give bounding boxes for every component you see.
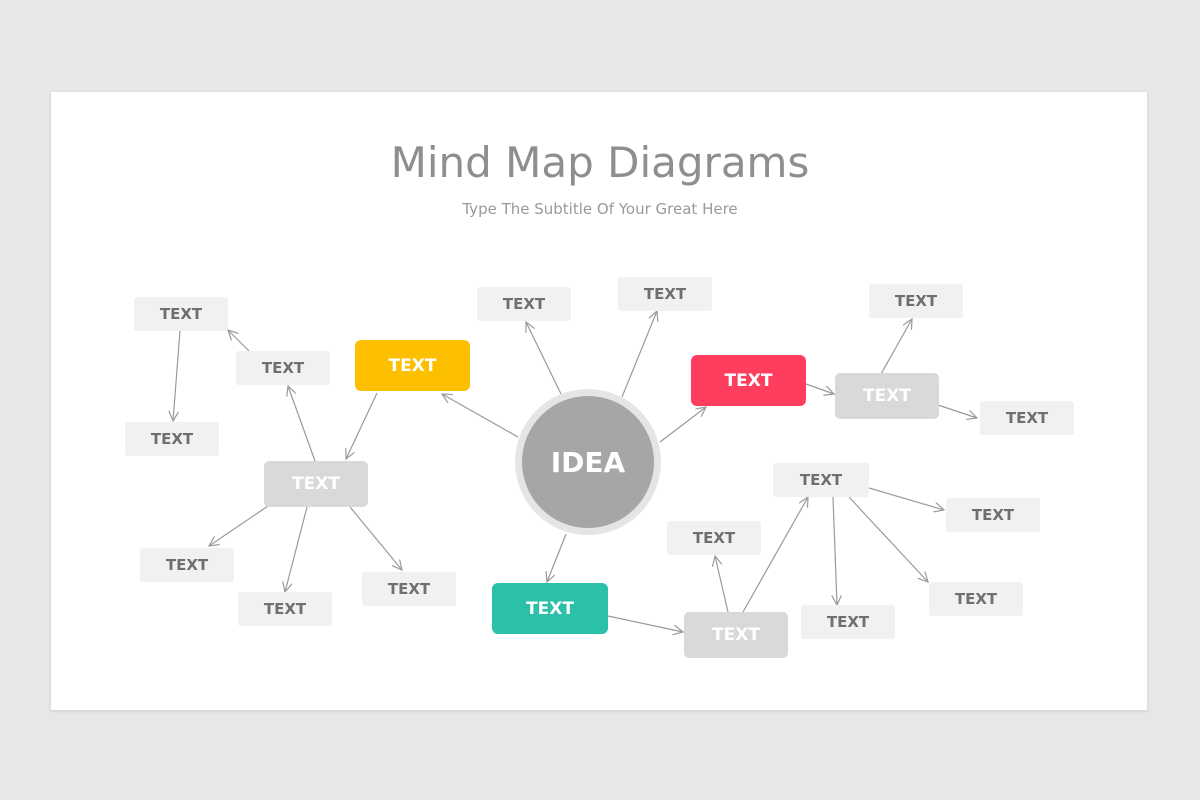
connector-center-red — [659, 407, 706, 443]
right-hub-node[interactable]: TEXT — [835, 373, 939, 419]
left-leaf-top-node[interactable]: TEXT — [134, 297, 228, 331]
bottom-leaf-right-top-node[interactable]: TEXT — [946, 498, 1040, 532]
yellow-branch-node[interactable]: TEXT — [355, 340, 470, 391]
right-leaf-right-node[interactable]: TEXT — [980, 401, 1074, 435]
connector-upper-right-bottom — [848, 496, 928, 582]
connector-bottom-hub-upper — [742, 497, 808, 613]
connector-red-right-hub — [805, 383, 834, 394]
left-hub-node[interactable]: TEXT — [264, 461, 368, 507]
bottom-leaf-right-bottom-node[interactable]: TEXT — [929, 582, 1023, 616]
connector-center-teal — [547, 533, 567, 582]
connector-bottom-hub-small — [715, 556, 729, 613]
connector-teal-bottom-hub — [607, 615, 683, 632]
connector-yellow-left-hub — [346, 392, 378, 459]
connector-left-hub-mid — [288, 386, 316, 462]
left-leaf-bottom-left-node[interactable]: TEXT — [140, 548, 234, 582]
connector-right-hub-top — [880, 319, 912, 375]
right-leaf-top-node[interactable]: TEXT — [869, 284, 963, 318]
top-leaf-2-node[interactable]: TEXT — [618, 277, 712, 311]
connector-left-hub-bottom-left — [209, 505, 269, 546]
left-leaf-lower-node[interactable]: TEXT — [125, 422, 219, 456]
page-subtitle: Type The Subtitle Of Your Great Here — [462, 200, 738, 218]
connector-center-yellow — [442, 394, 519, 438]
bottom-hub-node[interactable]: TEXT — [684, 612, 788, 658]
connector-left-hub-bottom — [285, 506, 308, 592]
left-leaf-bottom-node[interactable]: TEXT — [238, 592, 332, 626]
connector-left-top-lower — [173, 330, 181, 421]
bottom-leaf-small-node[interactable]: TEXT — [667, 521, 761, 555]
connector-center-top-leaf-1 — [526, 322, 562, 395]
connector-center-top-leaf-2 — [621, 311, 657, 398]
connector-left-hub-bottom-right — [349, 506, 402, 570]
teal-branch-node[interactable]: TEXT — [492, 583, 608, 634]
connector-left-mid-top — [228, 330, 251, 353]
bottom-leaf-upper-node[interactable]: TEXT — [773, 463, 869, 497]
center-idea[interactable]: IDEA — [522, 396, 654, 528]
connector-right-hub-right — [937, 404, 977, 418]
left-leaf-bottom-right-node[interactable]: TEXT — [362, 572, 456, 606]
top-leaf-1-node[interactable]: TEXT — [477, 287, 571, 321]
page-title: Mind Map Diagrams — [390, 138, 810, 187]
left-leaf-mid-node[interactable]: TEXT — [236, 351, 330, 385]
connector-upper-right-top — [868, 487, 944, 510]
red-branch-node[interactable]: TEXT — [691, 355, 806, 406]
connector-upper-down — [833, 496, 837, 605]
bottom-leaf-down-node[interactable]: TEXT — [801, 605, 895, 639]
